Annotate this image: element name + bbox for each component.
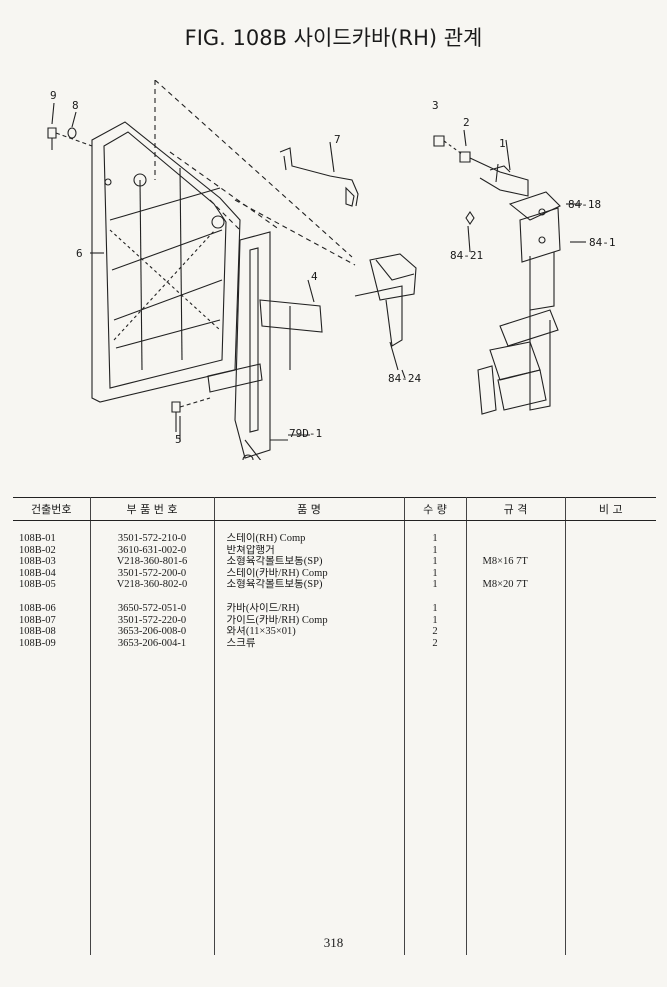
stay-assembly-right [433,129,561,415]
remarks [565,638,656,650]
spec [466,567,566,580]
callout-84-21: 84-21 [450,249,484,262]
side-cover-part [91,121,241,403]
stay-cover-part [207,279,323,393]
parts-table: 건출번호 부 품 번 호 품 명 수 량 규 격 비 고 108B-01 350… [13,497,656,956]
spec [466,602,566,615]
part-number: 3610-631-002-0 [90,544,215,557]
item-no: 108B-06 [13,602,91,615]
callout-9: 9 [50,89,57,102]
quantity: 1 [404,579,467,591]
callout-7: 7 [334,133,341,146]
part-number: V218-360-802-0 [90,579,215,591]
table-spacer [13,590,656,603]
part-name: 카바(사이드/RH) [214,602,405,615]
part-name: 가이드(카바/RH) Comp [214,614,405,627]
callout-84-24: 84-24 [388,372,422,385]
item-no: 108B-07 [13,614,91,627]
part-number: 3501-572-200-0 [90,567,215,580]
header-part-number: 부 품 번 호 [90,497,215,521]
remarks [565,626,656,638]
table-row: 108B-03 V218-360-801-6 소형육각볼트보통(SP) 1 M8… [13,556,656,568]
remarks [565,556,656,568]
page-number: 318 [323,935,344,950]
quantity: 1 [404,556,467,568]
callout-79d-1: 79D-1 [289,427,323,440]
spec [466,626,566,638]
part-number: 3650-572-051-0 [90,602,215,615]
callout-4: 4 [311,270,318,283]
bracket-84-24 [354,253,417,371]
quantity: 1 [404,602,467,615]
part-name: 스테이(카바/RH) Comp [214,567,405,580]
remarks [565,603,656,615]
spec [466,637,566,650]
table-row: 108B-05 V218-360-802-0 소형육각볼트보통(SP) 1 M8… [13,579,656,591]
bolt-5 [171,397,211,432]
header-quantity: 수 량 [404,497,467,521]
callout-5: 5 [175,433,182,446]
part-name: 소형육각볼트보통(SP) [214,579,405,591]
spec: M8×20 7T [466,579,566,591]
exploded-parts-diagram [47,80,586,460]
quantity: 1 [404,544,467,557]
part-number: 3653-206-004-1 [90,637,215,650]
table-row: 108B-01 3501-572-210-0 스테이(RH) Comp 1 [13,533,656,545]
callout-2: 2 [463,116,470,129]
table-row: 108B-08 3653-206-008-0 와셔(11×35×01) 2 [13,626,656,638]
part-number: V218-360-801-6 [90,556,215,568]
remarks [565,545,656,557]
spec [466,533,566,545]
remarks [565,615,656,627]
spec: M8×16 7T [466,556,566,568]
quantity: 1 [404,533,467,545]
quantity: 2 [404,637,467,650]
part-name: 스테이(RH) Comp [214,533,405,545]
item-no: 108B-01 [13,533,91,545]
header-part-name: 품 명 [214,497,405,521]
part-name: 스크류 [214,637,405,650]
remarks [565,579,656,591]
remarks [565,568,656,580]
quantity: 1 [404,567,467,580]
table-row: 108B-04 3501-572-200-0 스테이(카바/RH) Comp 1 [13,567,656,580]
part-name: 소형육각볼트보통(SP) [214,556,405,568]
table-spacer [13,520,656,533]
item-no: 108B-04 [13,567,91,580]
callout-6: 6 [76,247,83,260]
table-row: 108B-09 3653-206-004-1 스크류 2 [13,637,656,650]
callout-3: 3 [432,99,439,112]
table-empty-area [13,649,656,956]
item-no: 108B-08 [13,626,91,638]
header-item-no: 건출번호 [13,497,91,521]
callout-84-18: 84-18 [568,198,602,211]
part-number: 3501-572-220-0 [90,614,215,627]
quantity: 1 [404,614,467,627]
spec [466,614,566,627]
guide-part [234,231,288,460]
screw-washer [47,102,93,150]
header-remarks: 비 고 [565,497,656,521]
header-spec: 규 격 [466,497,566,521]
item-no: 108B-09 [13,637,91,650]
table-row: 108B-07 3501-572-220-0 가이드(카바/RH) Comp 1 [13,614,656,627]
part-name: 와셔(11×35×01) [214,626,405,638]
table-header-row: 건출번호 부 품 번 호 품 명 수 량 규 격 비 고 [13,497,656,521]
part-name: 반쳐압행거 [214,544,405,557]
callout-1: 1 [499,137,506,150]
callout-8: 8 [72,99,79,112]
table-row: 108B-02 3610-631-002-0 반쳐압행거 1 [13,544,656,557]
remarks [565,533,656,545]
callout-84-1: 84-1 [589,236,616,249]
part-number: 3653-206-008-0 [90,626,215,638]
rod-part-7 [279,141,359,207]
quantity: 2 [404,626,467,638]
table-row: 108B-06 3650-572-051-0 카바(사이드/RH) 1 [13,602,656,615]
item-no: 108B-03 [13,556,91,568]
page-title: FIG. 108B 사이드카바(RH) 관계 [184,26,483,50]
item-no: 108B-02 [13,544,91,557]
item-no: 108B-05 [13,579,91,591]
spec [466,544,566,557]
part-number: 3501-572-210-0 [90,533,215,545]
